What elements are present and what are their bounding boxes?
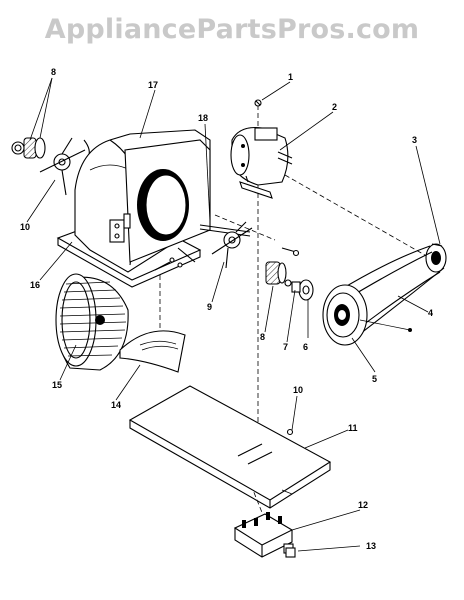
- callout-label: 3: [412, 135, 417, 145]
- callout-label: 12: [358, 500, 368, 510]
- part-bracket-upper-left: [39, 137, 90, 196]
- part-motor: [230, 126, 293, 199]
- callout-label: 5: [372, 374, 377, 384]
- part-base-panel: [128, 385, 332, 509]
- callout-label: 10: [20, 222, 30, 232]
- callout-label: 18: [198, 113, 208, 123]
- callout-label: 6: [303, 342, 308, 352]
- callout-label: 16: [30, 280, 40, 290]
- part-screw-lower: [286, 428, 294, 436]
- callout-label: 10: [293, 385, 303, 395]
- leader-lines: [26, 77, 441, 552]
- callout-label: 4: [428, 308, 433, 318]
- part-hub: [291, 279, 314, 301]
- part-screw-top: [254, 99, 262, 107]
- callout-label: 11: [348, 423, 358, 433]
- callout-label: 17: [148, 80, 158, 90]
- part-misc-screws: [169, 257, 183, 268]
- callout-label: 8: [260, 332, 265, 342]
- callout-label: 8: [51, 67, 56, 77]
- part-clip: [283, 543, 296, 558]
- part-deflector-plate: [119, 330, 186, 373]
- callout-label: 1: [288, 72, 293, 82]
- callout-label: 2: [332, 102, 337, 112]
- part-bearing-center: [265, 261, 292, 287]
- watermark-text: AppliancePartsPros.com: [44, 14, 420, 45]
- part-blower-wheel: [55, 273, 129, 371]
- callout-label: 7: [283, 342, 288, 352]
- callout-label: 14: [111, 400, 121, 410]
- part-blower-pulley: [322, 284, 412, 346]
- callout-label: 9: [207, 302, 212, 312]
- part-motor-pulley: [425, 243, 447, 273]
- callout-labels: 1 2 3 4 5 6 7 8 8 9 10 10 11 12 13 14 15…: [20, 67, 433, 551]
- part-blower-housing: [56, 129, 211, 288]
- part-bearing-upper-left: [11, 137, 46, 159]
- callout-label: 13: [366, 541, 376, 551]
- part-bracket-center: [211, 221, 300, 269]
- callout-label: 15: [52, 380, 62, 390]
